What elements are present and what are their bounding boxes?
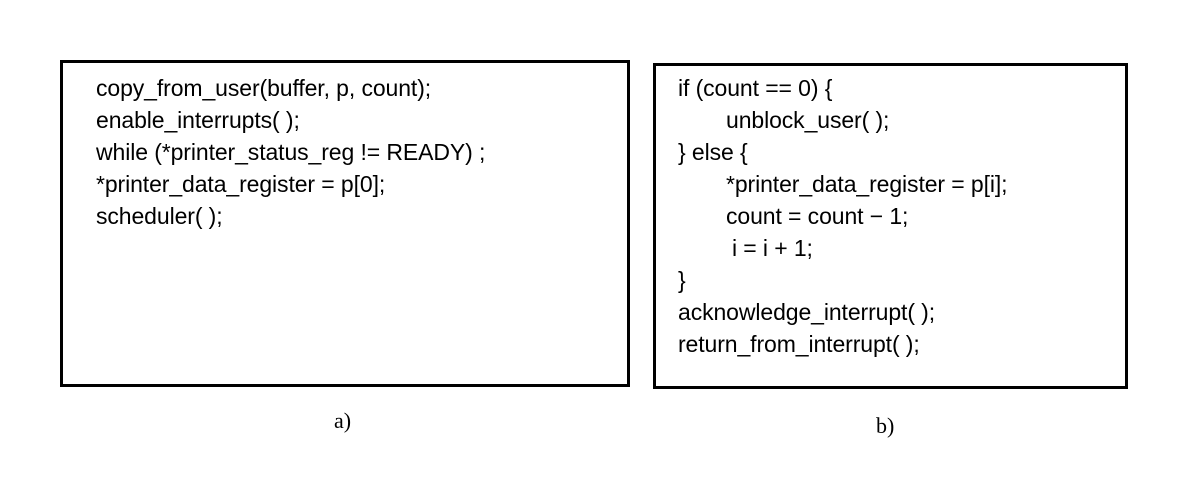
code-line: acknowledge_interrupt( ); <box>678 299 936 325</box>
code-line: *printer_data_register = p[i]; <box>726 171 1008 197</box>
code-line: } <box>678 267 686 293</box>
code-line: *printer_data_register = p[0]; <box>96 171 386 197</box>
code-line: i = i + 1; <box>732 235 813 261</box>
code-panel-a: copy_from_user(buffer, p, count); enable… <box>60 60 630 387</box>
code-line: count = count − 1; <box>726 203 909 229</box>
code-panel-b: if (count == 0) { unblock_user( ); } els… <box>653 63 1128 389</box>
code-line: enable_interrupts( ); <box>96 107 300 133</box>
caption-b: b) <box>876 413 895 438</box>
code-line: return_from_interrupt( ); <box>678 331 920 357</box>
code-line: } else { <box>678 139 748 165</box>
code-line: while (*printer_status_reg != READY) ; <box>96 139 486 165</box>
code-line: if (count == 0) { <box>678 75 833 101</box>
caption-a: a) <box>334 408 352 433</box>
code-line: unblock_user( ); <box>726 107 890 133</box>
code-line: scheduler( ); <box>96 203 223 229</box>
code-line: copy_from_user(buffer, p, count); <box>96 75 432 101</box>
